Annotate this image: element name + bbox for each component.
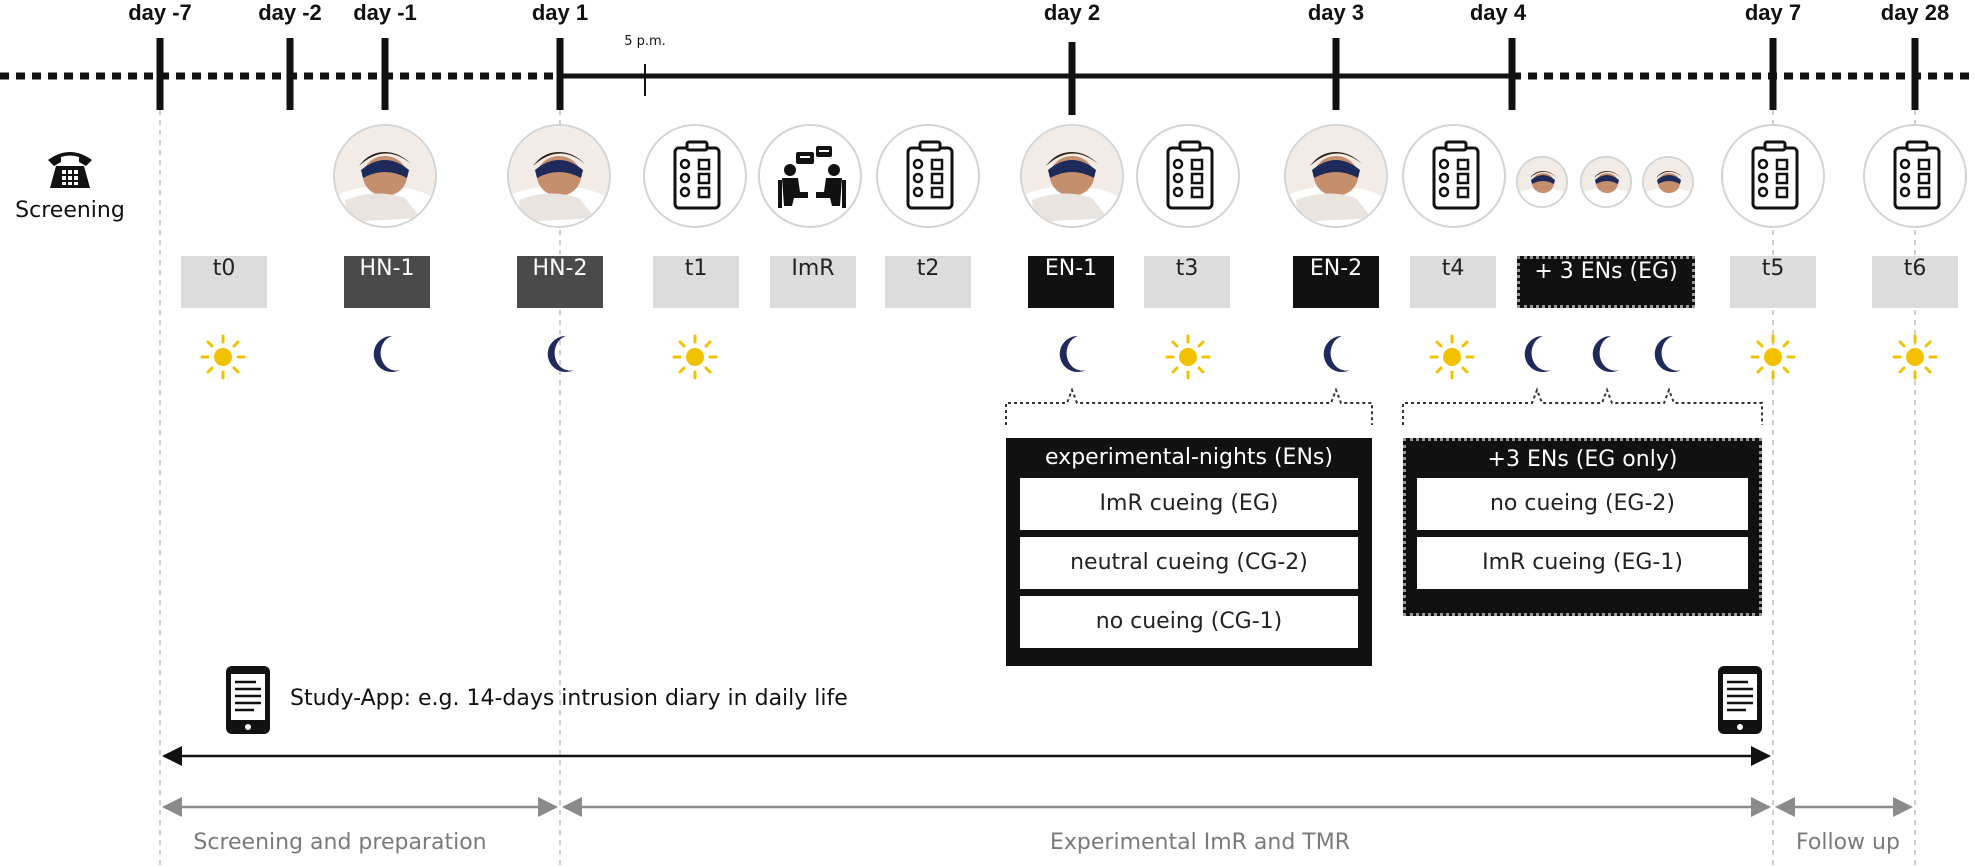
step-label-imr: ImR [770,256,856,308]
brace-connectors [1005,387,1763,425]
questionnaire-icon [1402,124,1506,228]
sun-icon [672,334,718,385]
moon-icon [372,334,402,379]
panel-row: no cueing (EG-2) [1417,478,1748,530]
questionnaire-icon [1136,124,1240,228]
questionnaire-icon [643,124,747,228]
step-label-en-1: EN-1 [1028,256,1114,308]
time-note: 5 p.m. [624,34,666,49]
experimental-nights-panel: experimental-nights (ENs) ImR cueing (EG… [1006,438,1372,666]
phase-label-experimental: Experimental ImR and TMR [1050,830,1350,855]
sun-icon [200,334,246,385]
step-label-t5: t5 [1730,256,1816,308]
main-timeline [0,64,1975,96]
phase-label-screening: Screening and preparation [193,830,487,855]
day-ticks [156,38,1919,115]
day-label: day 1 [531,0,589,25]
day-label: day 28 [1880,0,1950,25]
extra-nights-panel: +3 ENs (EG only) no cueing (EG-2) ImR cu… [1403,438,1762,616]
sleeping-person-icon [1020,124,1124,228]
sun-icon [1429,334,1475,385]
moon-icon [1591,334,1621,379]
therapy-session-icon [758,124,862,228]
smartphone-icon [1716,664,1764,741]
panel-row: ImR cueing (EG) [1020,478,1358,530]
panel-title: +3 ENs (EG only) [1487,447,1678,472]
step-label-t4: t4 [1410,256,1496,308]
day-label: day -2 [258,0,322,25]
sun-icon [1165,334,1211,385]
day-label: day 2 [1043,0,1101,25]
step-label-en-2: EN-2 [1293,256,1379,308]
step-label-t6: t6 [1872,256,1958,308]
moon-icon [546,334,576,379]
sleeping-person-icon [333,124,437,228]
study-app-label: Study-App: e.g. 14-days intrusion diary … [290,686,848,711]
sun-icon [1892,334,1938,385]
smartphone-icon [224,664,272,741]
step-label-hn-1: HN-1 [344,256,430,308]
day-label: day 3 [1307,0,1365,25]
moon-icon [1322,334,1352,379]
day-label: day 4 [1469,0,1527,25]
sleeping-person-icon [1580,156,1632,208]
step-label-t1: t1 [653,256,739,308]
telephone-icon [46,146,94,190]
sleeping-person-icon [1642,156,1694,208]
questionnaire-icon [1863,124,1967,228]
guide-lines [159,110,1916,867]
step-label-t3: t3 [1144,256,1230,308]
panel-row: no cueing (CG-1) [1020,596,1358,648]
day-label: day -1 [353,0,417,25]
questionnaire-icon [876,124,980,228]
sun-icon [1750,334,1796,385]
day-label: day -7 [128,0,192,25]
step-label-hn-2: HN-2 [517,256,603,308]
phase-label-follow-up: Follow up [1796,830,1900,855]
sleeping-person-icon [507,124,611,228]
questionnaire-icon [1721,124,1825,228]
moon-icon [1653,334,1683,379]
step-label-t0: t0 [181,256,267,308]
panel-row: neutral cueing (CG-2) [1020,537,1358,589]
step-label-t2: t2 [885,256,971,308]
day-label: day 7 [1744,0,1802,25]
panel-title: experimental-nights (ENs) [1045,445,1333,470]
panel-row: ImR cueing (EG-1) [1417,537,1748,589]
sleeping-person-icon [1284,124,1388,228]
moon-icon [1058,334,1088,379]
screening-label: Screening [15,198,125,223]
moon-icon [1523,334,1553,379]
step-label-plus-3-ens: + 3 ENs (EG) [1517,256,1695,308]
sleeping-person-icon [1516,156,1568,208]
